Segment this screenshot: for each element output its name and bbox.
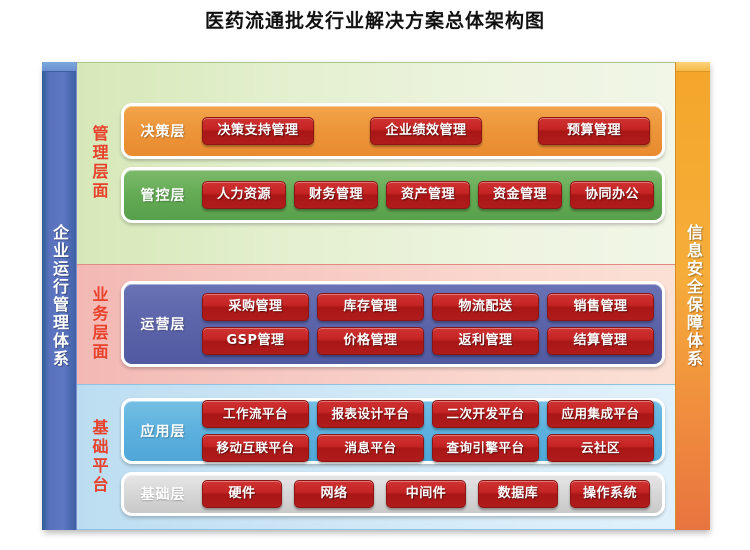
layer-name-control: 管控层 (140, 188, 186, 205)
module-button-query-engine-platform[interactable]: 查询引擎平台 (432, 433, 539, 462)
left-bar-cap (42, 62, 76, 72)
page-title: 医药流通批发行业解决方案总体架构图 (204, 10, 545, 32)
layer-name-decision: 决策层 (140, 124, 186, 141)
right-vertical-bar-information-security: 信息安全保障体系 (675, 62, 710, 530)
module-row: 移动互联平台 消息平台 查询引擎平台 云社区 (202, 433, 654, 462)
layer-panel-foundation[interactable]: 基础层 硬件 网络 中间件 数据库 操作系统 (121, 471, 665, 516)
module-button-workflow-platform[interactable]: 工作流平台 (202, 399, 309, 428)
module-button-financial-management[interactable]: 财务管理 (294, 181, 378, 210)
layer-panel-operations[interactable]: 运营层 采购管理 库存管理 物流配送 销售管理 GSP管理 价格管理 返利管理 (121, 281, 665, 368)
module-button-mobile-internet-platform[interactable]: 移动互联平台 (202, 433, 309, 462)
layer-rows-foundation: 硬件 网络 中间件 数据库 操作系统 (202, 473, 662, 515)
module-button-procurement[interactable]: 采购管理 (202, 293, 309, 322)
module-row: 工作流平台 报表设计平台 二次开发平台 应用集成平台 (202, 399, 654, 428)
module-button-secondary-development-platform[interactable]: 二次开发平台 (432, 399, 539, 428)
module-button-database[interactable]: 数据库 (478, 479, 558, 508)
layer-rows-control: 人力资源 财务管理 资产管理 资金管理 协同办公 (202, 174, 662, 216)
module-button-middleware[interactable]: 中间件 (386, 479, 466, 508)
module-button-inventory[interactable]: 库存管理 (317, 293, 424, 322)
module-button-operating-system[interactable]: 操作系统 (570, 479, 650, 508)
layer-panel-control[interactable]: 管控层 人力资源 财务管理 资产管理 资金管理 协同办公 (121, 167, 665, 224)
layer-name-foundation: 基础层 (140, 486, 186, 503)
layer-name-operations: 运营层 (140, 317, 186, 334)
module-button-collaborative-office[interactable]: 协同办公 (570, 181, 654, 210)
center-stack: 管理层面 决策层 决策支持管理 企业绩效管理 预算管理 管 (77, 62, 675, 530)
section-business: 业务层面 运营层 采购管理 库存管理 物流配送 销售管理 GSP管理 (77, 263, 675, 384)
architecture-diagram: 企业运行管理体系 管理层面 决策层 决策支持管理 企业绩效管理 预算管理 (42, 62, 710, 530)
module-button-settlement[interactable]: 结算管理 (547, 327, 654, 356)
layer-panel-decision[interactable]: 决策层 决策支持管理 企业绩效管理 预算管理 (121, 103, 665, 160)
left-vertical-bar-enterprise-operations: 企业运行管理体系 (42, 62, 77, 530)
section-label-management-text: 管理层面 (89, 125, 109, 202)
module-button-hardware[interactable]: 硬件 (202, 479, 282, 508)
section-basic-platform: 基础平台 应用层 工作流平台 报表设计平台 二次开发平台 应用集成平台 移 (77, 383, 675, 530)
module-button-pricing[interactable]: 价格管理 (317, 327, 424, 356)
module-button-cloud-community[interactable]: 云社区 (547, 433, 654, 462)
section-label-basic-platform-text: 基础平台 (89, 418, 109, 495)
module-button-gsp[interactable]: GSP管理 (202, 327, 309, 356)
module-button-budget[interactable]: 预算管理 (538, 117, 650, 146)
module-button-message-platform[interactable]: 消息平台 (317, 433, 424, 462)
module-button-report-design-platform[interactable]: 报表设计平台 (317, 399, 424, 428)
module-row: 采购管理 库存管理 物流配送 销售管理 (202, 293, 654, 322)
section-label-management: 管理层面 (77, 63, 121, 264)
module-button-enterprise-performance[interactable]: 企业绩效管理 (370, 117, 482, 146)
section-management: 管理层面 决策层 决策支持管理 企业绩效管理 预算管理 管 (77, 62, 675, 264)
section-body-basic-platform: 应用层 工作流平台 报表设计平台 二次开发平台 应用集成平台 移动互联平台 消息… (121, 385, 675, 529)
module-button-asset-management[interactable]: 资产管理 (386, 181, 470, 210)
module-row: 决策支持管理 企业绩效管理 预算管理 (202, 117, 654, 146)
layer-rows-operations: 采购管理 库存管理 物流配送 销售管理 GSP管理 价格管理 返利管理 结算管理 (202, 286, 662, 362)
module-row: 人力资源 财务管理 资产管理 资金管理 协同办公 (202, 181, 654, 210)
right-bar-label: 信息安全保障体系 (684, 224, 703, 368)
section-label-business: 业务层面 (77, 265, 121, 384)
right-bar-cap (676, 62, 710, 72)
left-bar-label: 企业运行管理体系 (50, 224, 69, 368)
module-row: GSP管理 价格管理 返利管理 结算管理 (202, 327, 654, 356)
layer-rows-application: 工作流平台 报表设计平台 二次开发平台 应用集成平台 移动互联平台 消息平台 查… (202, 393, 662, 469)
module-button-sales[interactable]: 销售管理 (547, 293, 654, 322)
section-body-management: 决策层 决策支持管理 企业绩效管理 预算管理 管控层 人力资源 (121, 63, 675, 264)
section-label-business-text: 业务层面 (89, 286, 109, 363)
layer-rows-decision: 决策支持管理 企业绩效管理 预算管理 (202, 110, 662, 152)
module-button-application-integration-platform[interactable]: 应用集成平台 (547, 399, 654, 428)
section-body-business: 运营层 采购管理 库存管理 物流配送 销售管理 GSP管理 价格管理 返利管理 (121, 265, 675, 384)
module-button-rebate[interactable]: 返利管理 (432, 327, 539, 356)
module-button-human-resources[interactable]: 人力资源 (202, 181, 286, 210)
section-label-basic-platform: 基础平台 (77, 385, 121, 529)
layer-name-application: 应用层 (140, 423, 186, 440)
layer-panel-application[interactable]: 应用层 工作流平台 报表设计平台 二次开发平台 应用集成平台 移动互联平台 消息… (121, 397, 665, 464)
module-row: 硬件 网络 中间件 数据库 操作系统 (202, 479, 654, 508)
module-button-logistics-distribution[interactable]: 物流配送 (432, 293, 539, 322)
module-button-decision-support[interactable]: 决策支持管理 (202, 117, 314, 146)
module-button-network[interactable]: 网络 (294, 479, 374, 508)
module-button-fund-management[interactable]: 资金管理 (478, 181, 562, 210)
